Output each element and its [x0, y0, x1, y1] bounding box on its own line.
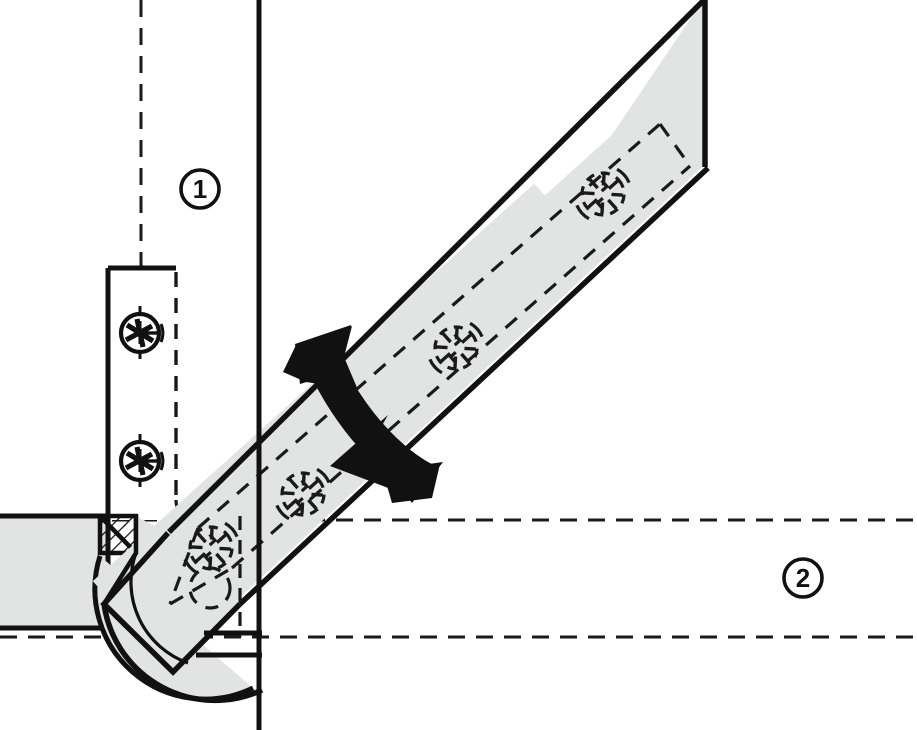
hinge-detail-ticks — [196, 630, 262, 658]
callout-2-label: 2 — [796, 563, 810, 593]
flap-hidden-outline — [168, 122, 692, 606]
cabinet-body — [0, 513, 111, 631]
callout-2: 2 — [782, 557, 824, 599]
callout-1: 1 — [179, 168, 221, 210]
swing-direction-arrow — [283, 325, 443, 503]
callout-1-label: 1 — [193, 174, 207, 204]
swing-arc-outline — [101, 552, 264, 704]
